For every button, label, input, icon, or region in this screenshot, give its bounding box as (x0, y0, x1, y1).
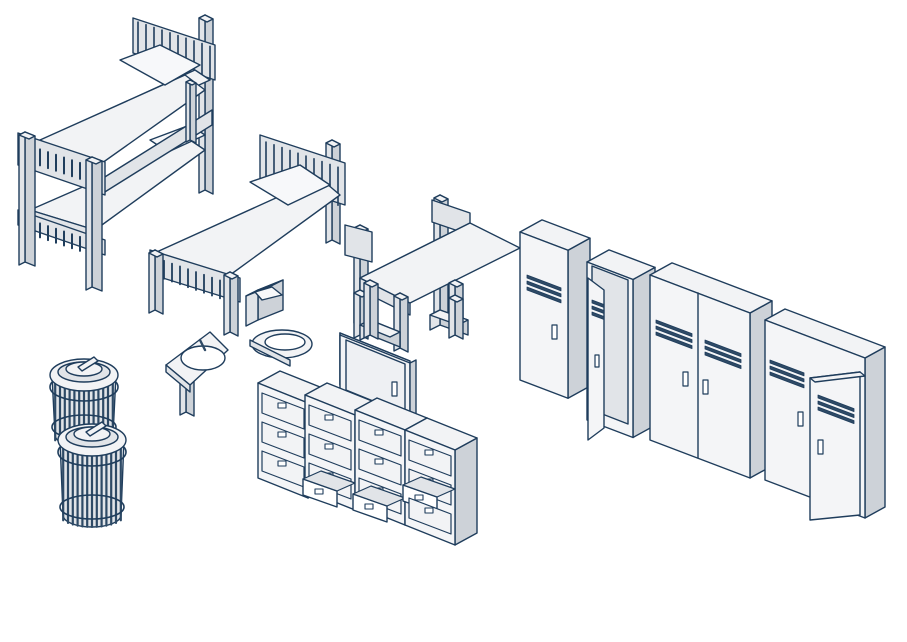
locker-single-closed (520, 220, 590, 398)
sink (166, 332, 228, 416)
locker-double-open (765, 309, 885, 520)
filing-cabinet-4 (403, 418, 477, 545)
dining-table-with-chairs (345, 195, 520, 352)
bunk-bed (18, 15, 215, 291)
toilet (246, 280, 312, 366)
locker-single-open (587, 250, 655, 440)
trash-can-bottom (58, 422, 126, 527)
locker-double-closed (650, 263, 772, 478)
single-bed (149, 135, 345, 336)
